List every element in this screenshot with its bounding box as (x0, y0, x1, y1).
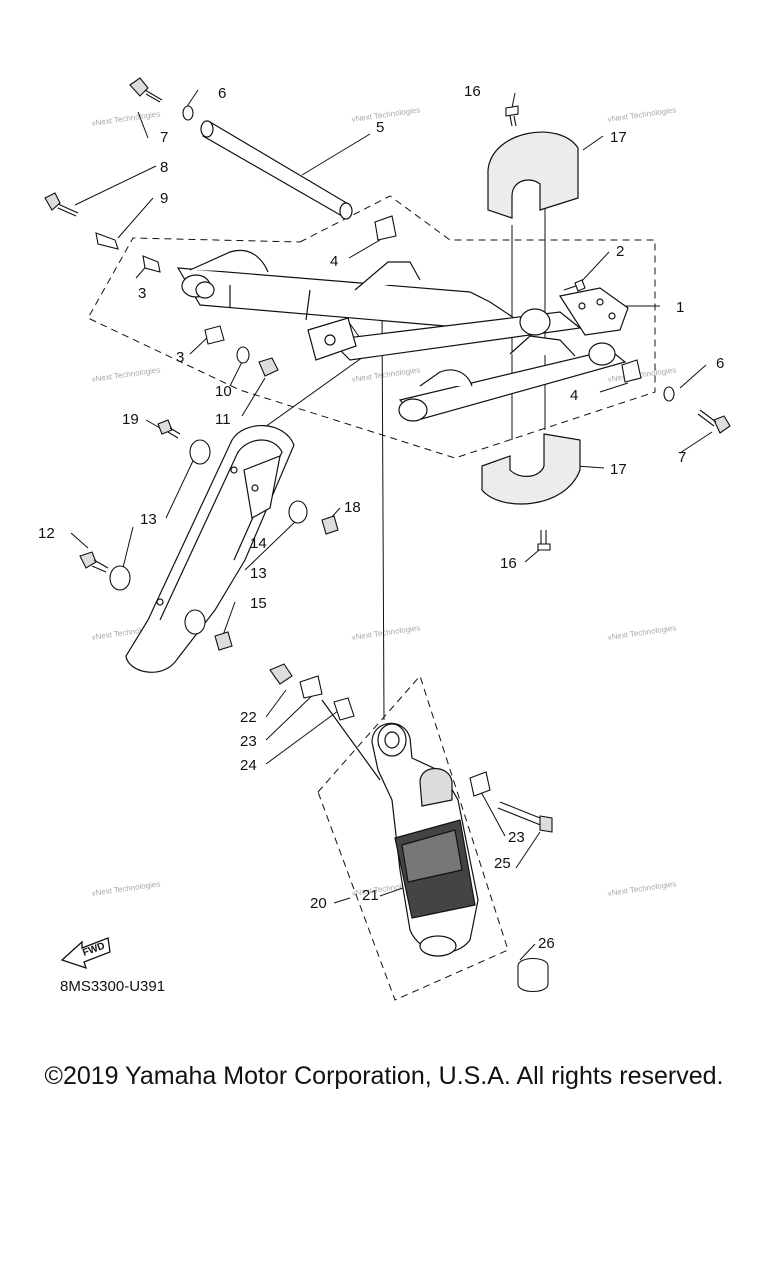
bolt-25 (497, 801, 553, 833)
nut-22 (269, 663, 293, 685)
fwd-arrow-icon: FWD (60, 937, 111, 970)
block-17 (481, 131, 581, 505)
bolt-19 (157, 419, 181, 439)
callout-23: 23 (240, 733, 257, 750)
bushing-4-upper (374, 215, 397, 241)
copyright-notice: ©2019 Yamaha Motor Corporation, U.S.A. A… (44, 1062, 724, 1090)
assembly-outlines (87, 195, 656, 1001)
callout-19: 19 (122, 411, 139, 428)
bolt-12 (79, 551, 109, 573)
washer-13-right (288, 500, 308, 524)
part-code: 8MS3300-U391 (60, 978, 166, 995)
callout-25: 25 (494, 855, 511, 872)
callout-8: 8 (160, 159, 168, 176)
callout-1: 1 (676, 299, 684, 316)
swingarm-assembly-outline (87, 195, 656, 459)
hardware-shock (269, 663, 553, 993)
bolt-7-upper (129, 77, 163, 103)
nut-11 (258, 357, 279, 377)
watermark: vNext Technologies (351, 623, 421, 642)
block-17-upper (487, 131, 579, 219)
shaft-5 (200, 120, 353, 220)
callout-22: 22 (240, 709, 257, 726)
watermark: vNext Technologies (351, 365, 421, 384)
callout-4: 4 (570, 387, 578, 404)
callout-17: 17 (610, 461, 627, 478)
watermark: vNext Technologies (607, 623, 677, 642)
washer-6-lower (663, 386, 675, 402)
bushing-23-upper (299, 675, 323, 699)
callout-6: 6 (716, 355, 724, 372)
callout-24: 24 (240, 757, 257, 774)
callout-26: 26 (538, 935, 555, 952)
screw-2 (563, 279, 586, 292)
shock-absorber-20 (321, 699, 479, 957)
bushing-23-lower (469, 771, 491, 797)
callout-16: 16 (500, 555, 517, 572)
callout-10: 10 (215, 383, 232, 400)
callout-20: 20 (310, 895, 327, 912)
callout-21: 21 (362, 887, 379, 904)
washer-10 (236, 346, 250, 364)
bushing-3-lower (204, 325, 225, 345)
callout-23: 23 (508, 829, 525, 846)
callout-15: 15 (250, 595, 267, 612)
washer-6-upper (182, 105, 194, 121)
bolt-7-lower (697, 409, 731, 434)
callout-7: 7 (678, 449, 686, 466)
callout-16: 16 (464, 83, 481, 100)
watermark: vNext Technologies (91, 365, 161, 384)
callout-9: 9 (160, 190, 168, 207)
swingarm (176, 249, 629, 422)
callout-14: 14 (250, 535, 267, 552)
block-17-lower (481, 433, 581, 505)
callout-17: 17 (610, 129, 627, 146)
washer-13-lower (184, 609, 206, 635)
watermark: vNext Technologies (607, 879, 677, 898)
screw-16-lower (537, 530, 551, 551)
watermark: vNext Technologies (607, 365, 677, 384)
shock-assembly-outline (317, 675, 509, 1001)
washer-13-upper (189, 439, 211, 465)
watermark: vNext Technologies (91, 879, 161, 898)
watermark: vNext Technologies (607, 105, 677, 124)
callout-13: 13 (140, 511, 157, 528)
callout-11: 11 (215, 411, 231, 428)
watermark: vNext Technologies (351, 105, 421, 124)
callout-5: 5 (376, 119, 384, 136)
callout-6: 6 (218, 85, 226, 102)
callout-18: 18 (344, 499, 361, 516)
hardware-strap (79, 419, 339, 651)
bushing-4-lower (621, 359, 642, 383)
callout-13: 13 (250, 565, 267, 582)
screw-16-upper (505, 105, 519, 127)
nut-15 (214, 631, 233, 651)
bolt-8 (44, 192, 79, 217)
callout-labels: 1 2 3 3 4 4 5 6 6 7 7 8 9 10 11 12 13 13… (38, 83, 724, 952)
callout-3: 3 (176, 349, 184, 366)
callout-4: 4 (330, 253, 338, 270)
watermark: vNext Technologies (91, 109, 161, 128)
callout-12: 12 (38, 525, 55, 542)
washer-13-left (109, 565, 131, 591)
cap-26 (517, 957, 549, 993)
callout-2: 2 (616, 243, 624, 260)
hardware-upper (44, 77, 731, 551)
strap-14 (125, 425, 295, 673)
bushing-3-upper (142, 255, 161, 273)
collar-24 (333, 697, 355, 721)
nut-18 (321, 515, 339, 535)
callout-7: 7 (160, 129, 168, 146)
sleeve-9 (95, 232, 119, 250)
callout-3: 3 (138, 285, 146, 302)
